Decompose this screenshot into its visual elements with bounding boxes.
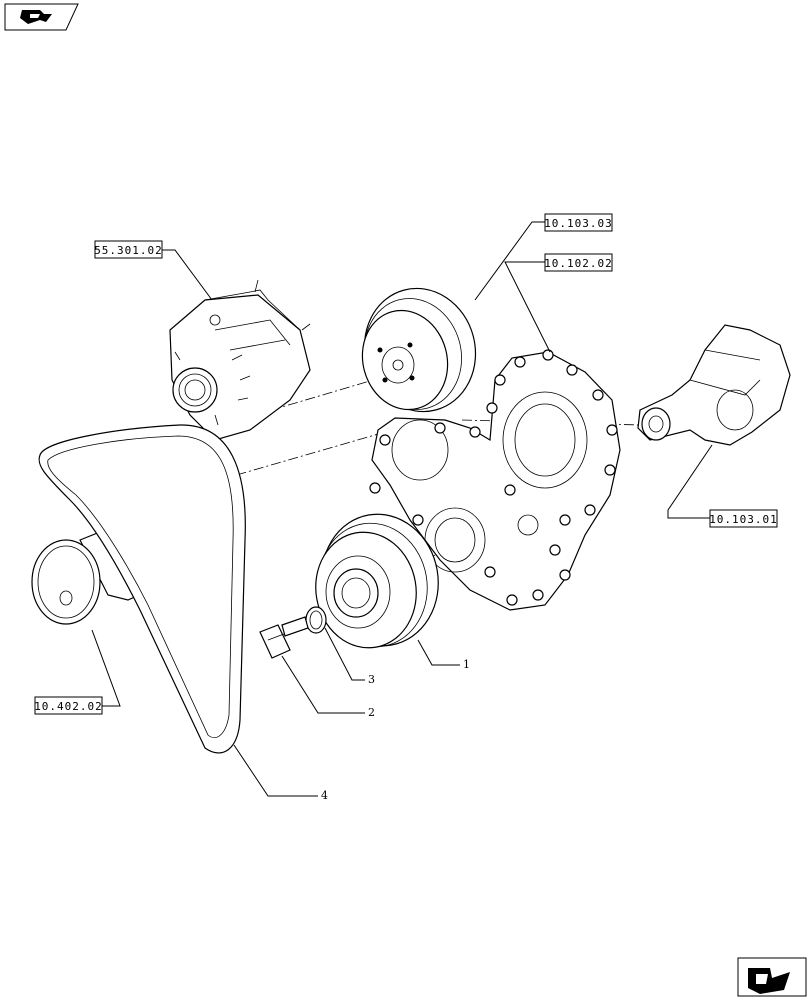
cover-bolts bbox=[369, 349, 618, 606]
ref-water-pump[interactable]: 10.402.02 bbox=[34, 696, 103, 715]
upper-pulley bbox=[361, 287, 477, 413]
leader-lines bbox=[91, 221, 713, 707]
callout-bolt: 2 bbox=[368, 706, 375, 719]
ref-crankshaft-label: 10.103.01 bbox=[709, 513, 778, 526]
ref-alternator[interactable]: 55.301.02 bbox=[94, 240, 163, 259]
callout-belt: 4 bbox=[321, 789, 328, 802]
forward-arrow-icon bbox=[748, 968, 790, 994]
ref-crankshaft[interactable]: 10.103.01 bbox=[709, 509, 778, 528]
callout-leaders bbox=[233, 627, 460, 797]
callout-damper-pulley: 1 bbox=[463, 658, 470, 671]
crankshaft bbox=[637, 324, 791, 446]
ref-alternator-label: 55.301.02 bbox=[94, 244, 163, 257]
damper-pulley bbox=[315, 513, 439, 649]
ref-upper-pulley[interactable]: 10.103.03 bbox=[544, 213, 613, 232]
poly-v-belt bbox=[38, 424, 246, 754]
alternator bbox=[169, 279, 311, 441]
back-arrow-icon bbox=[20, 10, 52, 24]
callout-washer: 3 bbox=[368, 673, 375, 686]
bolt bbox=[259, 616, 309, 659]
ref-upper-pulley-label: 10.103.03 bbox=[544, 217, 613, 230]
header-tab[interactable] bbox=[4, 3, 79, 31]
ref-water-pump-label: 10.402.02 bbox=[34, 700, 103, 713]
ref-timing-cover-label: 10.102.02 bbox=[544, 257, 613, 270]
ref-timing-cover[interactable]: 10.102.02 bbox=[544, 253, 613, 272]
washer bbox=[305, 606, 327, 634]
footer-tab[interactable] bbox=[737, 957, 807, 997]
